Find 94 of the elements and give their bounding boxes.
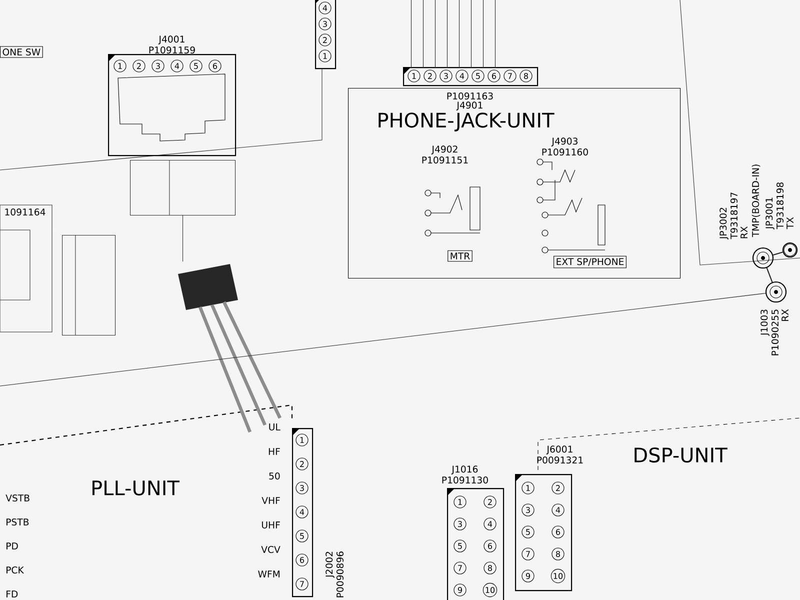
part-number: JP3001 [766, 198, 774, 230]
pin-number: 4 [456, 70, 468, 82]
pin-number: 2 [484, 496, 496, 508]
pin-number: 4 [552, 504, 564, 516]
pin-number: 9 [454, 584, 466, 596]
pin-number: 7 [504, 70, 516, 82]
part-number: RX [782, 309, 788, 321]
signal-name: WFM [258, 570, 280, 578]
connector-outline [130, 160, 236, 262]
pin-number: 6 [296, 554, 308, 566]
part-number: J1003 [760, 310, 770, 336]
part-number: JP3002 [720, 208, 728, 240]
part-number: P0091321 [537, 456, 583, 464]
pin-number: 10 [482, 582, 498, 598]
pin-number: 3 [522, 504, 534, 516]
pin-number: 2 [296, 458, 308, 470]
pin-number: 1 [454, 496, 466, 508]
connector-outline [62, 234, 116, 336]
unit-title: PLL-UNIT [92, 480, 180, 496]
pin-number: 7 [296, 578, 308, 590]
part-number: J4001 [158, 36, 184, 44]
pin-number: 3 [318, 18, 332, 30]
pin-number: 6 [552, 526, 564, 538]
signal-name: VCV [261, 546, 280, 554]
pin-number: 3 [454, 518, 466, 530]
part-number: T9318198 [776, 182, 784, 230]
part-number: P1091130 [442, 476, 488, 484]
pin-number: 3 [152, 60, 164, 72]
part-number: J4901 [456, 102, 482, 110]
pin-number: 5 [190, 60, 202, 72]
pin-number: 7 [522, 548, 534, 560]
signal-name: FD [6, 590, 18, 598]
part-number: T9318197 [730, 192, 738, 240]
signal-name: VSTB [6, 494, 30, 502]
signal-name: PCK [6, 566, 24, 574]
pin-number: 8 [552, 548, 564, 560]
pin-number: 6 [484, 540, 496, 552]
pin-number: 4 [318, 2, 332, 14]
part-number: P1090255 [771, 310, 779, 356]
jack-label: MTR [448, 250, 472, 262]
unit-title: DSP-UNIT [634, 447, 728, 463]
pin-number: 8 [484, 562, 496, 574]
part-number: J4902 [431, 146, 458, 154]
signal-name: UL [269, 424, 280, 430]
pin-number: 2 [132, 60, 146, 72]
pin-number: 1 [318, 50, 332, 62]
signal-name: HF [268, 448, 280, 455]
part-number: P1091160 [542, 148, 588, 156]
jack-label: EXT SP/PHONE [554, 256, 626, 268]
signal-name: PSTB [6, 518, 29, 526]
wire [772, 252, 783, 256]
pin-number: 1 [296, 434, 308, 446]
part-number: J1016 [451, 466, 478, 474]
part-number: 1091164 [5, 208, 46, 216]
pin-number: 3 [296, 482, 308, 494]
pin-number: 5 [522, 526, 534, 538]
part-number: P0090896 [336, 552, 344, 598]
pin-number: 8 [520, 70, 532, 82]
pin-number: 2 [318, 34, 332, 46]
pin-number: 2 [552, 482, 564, 494]
part-number: J6001 [546, 446, 572, 454]
pin-number: 9 [522, 570, 534, 582]
pin-number: 1 [522, 482, 534, 494]
part-number: TX [786, 217, 794, 230]
wire [0, 293, 766, 386]
signal-name: PD [6, 542, 18, 550]
part-number: J4903 [551, 138, 578, 146]
pin-number: 5 [296, 530, 308, 542]
signal-name: 50 [269, 472, 280, 480]
switch-label: ONE SW [0, 46, 43, 58]
pin-number: 6 [488, 70, 500, 82]
part-number: TMP(BOARD-IN) [752, 164, 760, 238]
pin-number: 3 [440, 70, 452, 82]
part-number: J2002 [326, 552, 334, 578]
signal-name: VHF [262, 497, 280, 504]
pin-number: 4 [484, 518, 496, 530]
part-number: P1091151 [422, 156, 468, 164]
pin-number: 10 [550, 568, 566, 584]
pin-number: 5 [472, 70, 484, 82]
pin-number: 2 [424, 70, 436, 82]
pin-number: 1 [408, 70, 420, 82]
part-number: P1091159 [149, 46, 195, 54]
pin-number: 4 [170, 60, 184, 72]
pin-number: 4 [296, 506, 308, 518]
pin-number: 1 [114, 60, 126, 72]
part-number: P1091163 [447, 92, 493, 100]
pin-number: 5 [454, 540, 466, 552]
signal-name: UHF [262, 522, 280, 528]
pin-number: 6 [208, 60, 222, 72]
wire [410, 0, 496, 68]
unit-title: PHONE-JACK-UNIT [378, 112, 554, 132]
part-number: RX [740, 226, 748, 238]
wire [766, 268, 773, 282]
pin-number: 7 [454, 562, 466, 574]
